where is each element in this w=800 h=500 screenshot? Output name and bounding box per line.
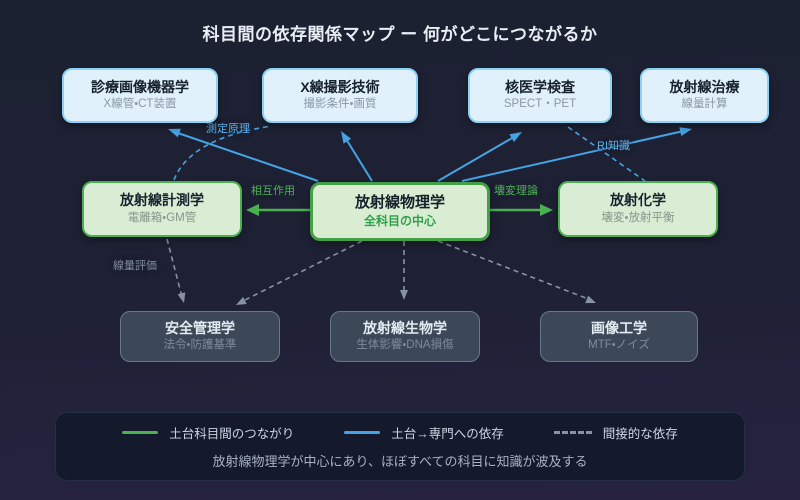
node-subtitle: X線管・CT装置 [103, 98, 177, 111]
node-title: 放射線物理学 [354, 194, 445, 212]
edge-measurement-to-safety [166, 238, 186, 303]
node-radiation-biology: 放射線生物学 生体影響・DNA損傷 [330, 311, 480, 362]
node-subtitle: 線量計算 [681, 98, 728, 111]
node-title: 放射化学 [610, 192, 666, 209]
page-title: 科目間の依存関係マップ ー 何がどこにつながるか [202, 25, 598, 44]
edge-physics-to-nuclear-medicine [437, 132, 522, 182]
edge-physics-to-safety [236, 240, 363, 305]
node-xray-imaging-technique: X線撮影技術 撮影条件・画質 [262, 68, 418, 123]
node-subtitle: MTF・ノイズ [588, 339, 650, 352]
node-radiotherapy: 放射線治療 線量計算 [640, 68, 769, 123]
node-radiation-physics: 放射線物理学 全科目の中心 [310, 182, 490, 241]
node-title: 核医学検査 [505, 78, 575, 95]
legend-label: 土台科目間のつながり [169, 427, 295, 441]
legend-label: 間接的な依存 [602, 427, 678, 441]
node-title: 放射線計測学 [120, 192, 204, 209]
edge-label-measurement-principle: 測定原理 [206, 123, 250, 135]
node-diagnostic-imaging-devices: 診療画像機器学 X線管・CT装置 [62, 68, 218, 123]
node-subtitle: SPECT・PET [503, 98, 577, 111]
node-title: 画像工学 [591, 319, 647, 336]
edge-physics-to-biology [400, 241, 408, 300]
edge-radiochemistry-to-nuclear-medicine [567, 126, 646, 182]
legend-item-foundation-to-specialty: 土台→専門への依存 [344, 423, 504, 442]
legend-swatch-blue-line [344, 431, 381, 434]
node-subtitle: 法令・防護基準 [163, 339, 237, 352]
legend-item-foundation-link: 土台科目間のつながり [122, 423, 294, 442]
node-subtitle: 生体影響・DNA損傷 [356, 339, 454, 352]
legend-item-indirect: 間接的な依存 [553, 423, 678, 442]
legend-label: 土台→専門への依存 [391, 427, 504, 441]
node-subtitle: 全科目の中心 [363, 213, 436, 228]
node-title: 診療画像機器学 [91, 78, 189, 95]
edge-physics-to-radiotherapy [461, 127, 692, 182]
node-subtitle: 壊変・放射平衡 [601, 211, 675, 224]
edge-physics-to-measurement [246, 204, 310, 216]
legend-panel: 土台科目間のつながり 土台→専門への依存 間接的な依存 放射線物理学が中心にあり… [55, 412, 745, 481]
edge-physics-to-radiochemistry [490, 204, 553, 216]
edge-physics-to-xray-technique [341, 131, 373, 182]
node-title: 放射線生物学 [363, 319, 447, 336]
edge-physics-to-imaging-devices [168, 128, 319, 182]
node-title: X線撮影技術 [300, 78, 380, 95]
node-subtitle: 電離箱・GM管 [127, 211, 197, 224]
node-nuclear-medicine-exam: 核医学検査 SPECT・PET [468, 68, 612, 123]
edge-label-decay-theory: 壊変理論 [494, 185, 538, 197]
node-radiochemistry: 放射化学 壊変・放射平衡 [558, 181, 718, 237]
node-radiation-measurement: 放射線計測学 電離箱・GM管 [82, 181, 242, 237]
legend-swatch-dashed-line [553, 431, 592, 434]
node-image-engineering: 画像工学 MTF・ノイズ [540, 311, 698, 362]
legend-caption: 放射線物理学が中心にあり、ほぼすべての科目に知識が波及する [212, 454, 588, 469]
edge-label-ri-knowledge: RI知識 [597, 140, 630, 152]
legend-swatch-green-line [122, 431, 159, 434]
legend-row: 土台科目間のつながり 土台→専門への依存 間接的な依存 [56, 423, 744, 442]
node-subtitle: 撮影条件・画質 [303, 98, 377, 111]
edge-label-interaction: 相互作用 [251, 185, 295, 197]
node-title: 安全管理学 [165, 319, 235, 336]
node-safety-management: 安全管理学 法令・防護基準 [120, 311, 280, 362]
node-title: 放射線治療 [669, 78, 740, 95]
edge-label-dose-evaluation: 線量評価 [113, 260, 157, 272]
edge-physics-to-image-engineering [437, 240, 596, 304]
